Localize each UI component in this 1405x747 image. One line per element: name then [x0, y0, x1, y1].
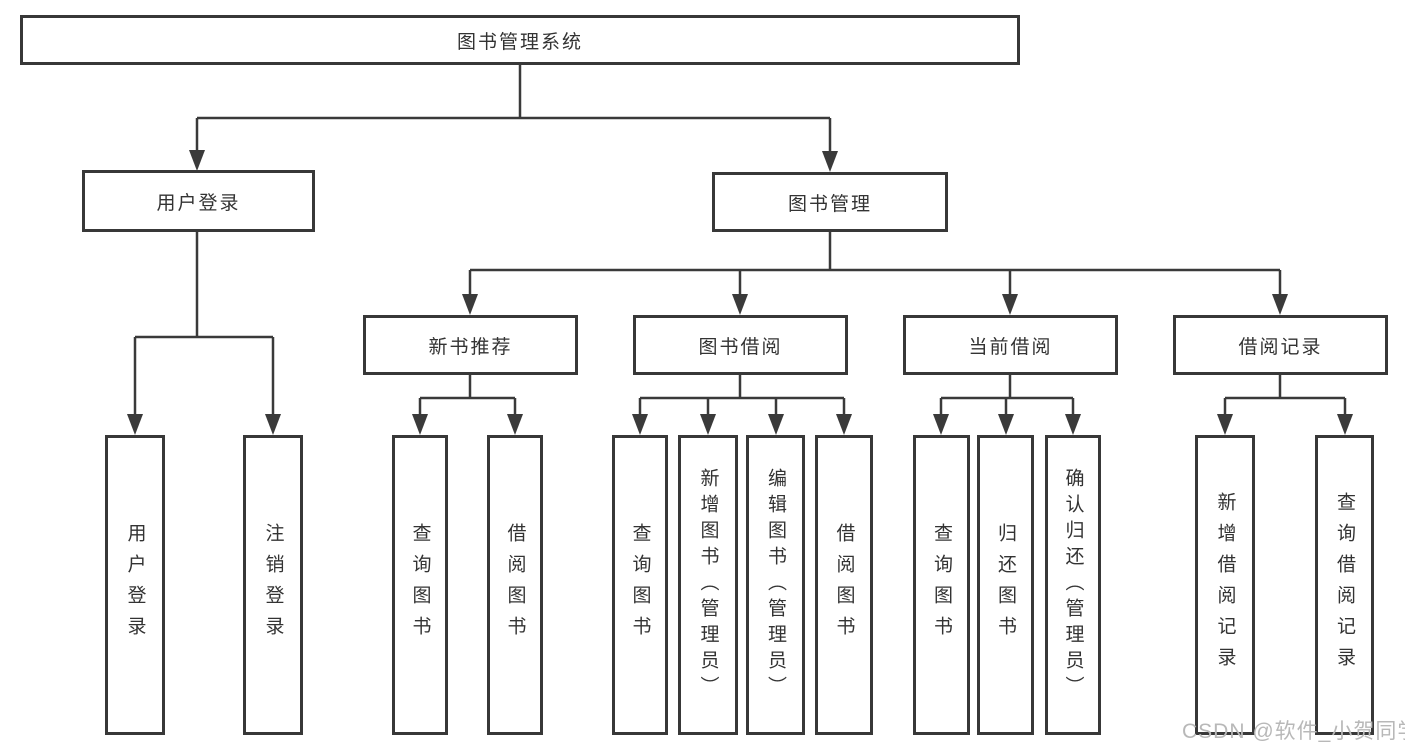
csdn-watermark: CSDN @软件_小贺同学 — [1182, 720, 1405, 743]
leaf-borrow-edit-admin: 编辑图书（管理员） — [746, 435, 805, 735]
node-root-system: 图书管理系统 — [20, 15, 1020, 65]
leaf-borrow-query: 查询图书 — [612, 435, 668, 735]
leaf-newbook-borrow: 借阅图书 — [487, 435, 543, 735]
leaf-current-return-label: 归还图书 — [995, 523, 1016, 647]
leaf-current-confirm-return-admin: 确认归还（管理员） — [1045, 435, 1101, 735]
leaf-borrow-query-label: 查询图书 — [629, 523, 651, 647]
leaf-borrow-borrow: 借阅图书 — [815, 435, 873, 735]
leaf-newbook-query: 查询图书 — [392, 435, 448, 735]
leaf-borrow-add-admin-label: 新增图书（管理员） — [697, 468, 719, 702]
leaf-borrow-add-admin: 新增图书（管理员） — [678, 435, 738, 735]
node-book-management: 图书管理 — [712, 172, 948, 232]
leaf-user-login: 用户登录 — [105, 435, 165, 735]
node-borrow-record: 借阅记录 — [1173, 315, 1388, 375]
leaf-record-query-label: 查询借阅记录 — [1334, 492, 1355, 678]
node-new-book-recommend: 新书推荐 — [363, 315, 578, 375]
node-book-borrow: 图书借阅 — [633, 315, 848, 375]
node-user-login: 用户登录 — [82, 170, 315, 232]
leaf-logout-login-label: 注销登录 — [262, 523, 284, 647]
leaf-logout-login: 注销登录 — [243, 435, 303, 735]
leaf-record-query: 查询借阅记录 — [1315, 435, 1374, 735]
leaf-newbook-query-label: 查询图书 — [409, 523, 431, 647]
node-current-borrow: 当前借阅 — [903, 315, 1118, 375]
leaf-user-login-label: 用户登录 — [124, 523, 146, 647]
leaf-current-confirm-return-admin-label: 确认归还（管理员） — [1062, 468, 1084, 702]
leaf-record-add: 新增借阅记录 — [1195, 435, 1255, 735]
leaf-current-query-label: 查询图书 — [931, 523, 952, 647]
leaf-record-add-label: 新增借阅记录 — [1214, 492, 1236, 678]
leaf-borrow-edit-admin-label: 编辑图书（管理员） — [765, 468, 786, 702]
leaf-newbook-borrow-label: 借阅图书 — [504, 523, 526, 647]
leaf-current-return: 归还图书 — [977, 435, 1034, 735]
leaf-borrow-borrow-label: 借阅图书 — [833, 523, 855, 647]
leaf-current-query: 查询图书 — [913, 435, 970, 735]
